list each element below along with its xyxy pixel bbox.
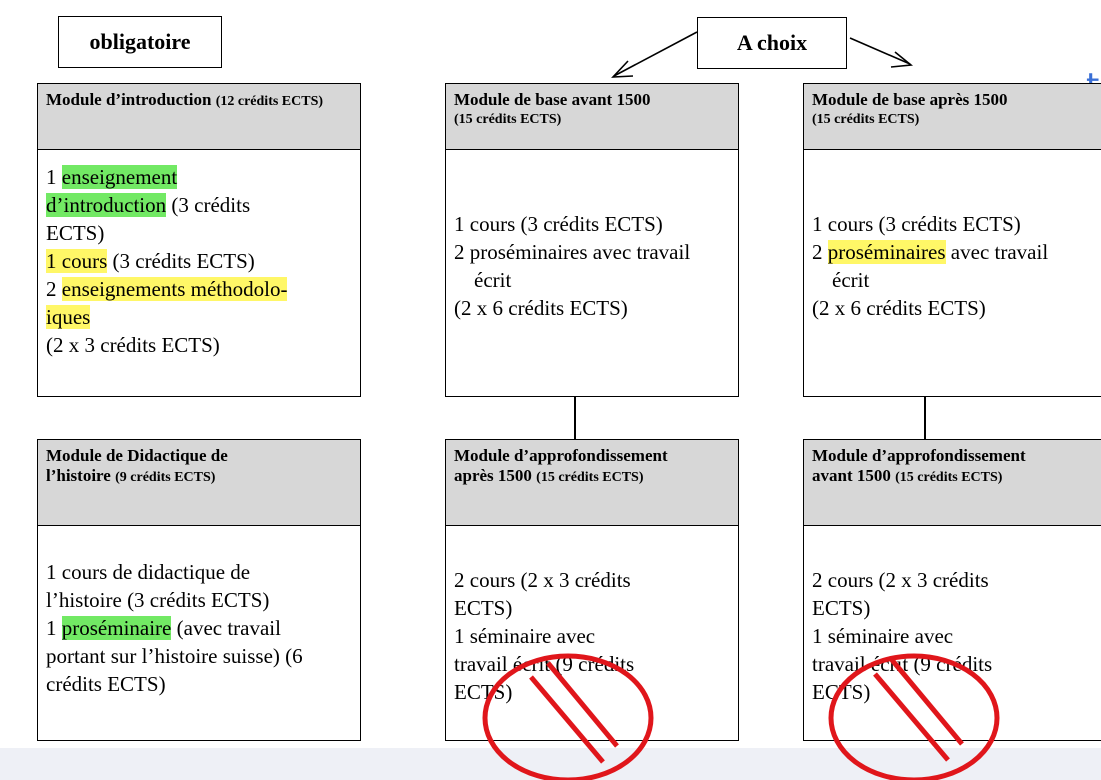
intro-line-2b: (3 crédits <box>166 193 251 217</box>
module-deep-after-header: Module d’approfondissement après 1500 (1… <box>446 440 738 526</box>
module-deep-before-title: Module d’approfondissement <box>812 446 1026 465</box>
intro-highlight-introduction: d’introduction <box>46 193 167 217</box>
base-after-line-4: (2 x 6 crédits ECTS) <box>812 296 986 320</box>
base-after-line-2a: 2 <box>812 240 828 264</box>
didactique-line-4: portant sur l’histoire suisse) (6 <box>46 644 303 668</box>
module-deep-before-credits: (15 crédits ECTS) <box>895 470 1003 485</box>
deep-after-line-2: ECTS) <box>454 596 513 620</box>
module-didactique-header: Module de Didactique de l’histoire (9 cr… <box>38 440 360 526</box>
didactique-line-3a: 1 <box>46 616 62 640</box>
didactique-line-5: crédits ECTS) <box>46 672 166 696</box>
base-before-line-4: (2 x 6 crédits ECTS) <box>454 296 628 320</box>
module-base-before-body: 1 cours (3 crédits ECTS) 2 proséminaires… <box>446 150 738 322</box>
module-intro-header: Module d’introduction (12 crédits ECTS) <box>38 84 360 150</box>
module-base-after-title: Module de base après 1500 <box>812 90 1008 109</box>
module-intro-credits: (12 crédits ECTS) <box>215 94 324 109</box>
module-base-before-title: Module de base avant 1500 <box>454 90 651 109</box>
base-before-line-2: 2 proséminaires avec travail <box>454 240 691 264</box>
base-after-highlight-proseminaires: proséminaires <box>827 240 946 264</box>
module-deep-before-title2: avant 1500 <box>812 466 891 485</box>
intro-line-7: (2 x 3 crédits ECTS) <box>46 333 220 357</box>
deep-before-line-2: ECTS) <box>812 596 871 620</box>
choice-label-text: A choix <box>736 30 808 55</box>
intro-line-1a: 1 <box>46 165 62 189</box>
base-before-line-1: 1 cours (3 crédits ECTS) <box>454 212 663 236</box>
intro-highlight-methodolo: enseignements méthodolo- <box>61 277 288 301</box>
deep-after-line-5: ECTS) <box>454 680 513 704</box>
arrow-icon <box>849 37 914 68</box>
module-deep-after-title: Module d’approfondissement <box>454 446 668 465</box>
base-after-line-1: 1 cours (3 crédits ECTS) <box>812 212 1021 236</box>
diagram-canvas: t obligatoire A choix Module d’introduct… <box>0 0 1101 748</box>
didactique-line-2: l’histoire (3 crédits ECTS) <box>46 588 270 612</box>
module-base-after-body: 1 cours (3 crédits ECTS) 2 proséminaires… <box>804 150 1101 322</box>
didactique-highlight-proseminaire: proséminaire <box>61 616 172 640</box>
base-after-line-3: écrit <box>832 268 870 292</box>
module-didactique-body: 1 cours de didactique de l’histoire (3 c… <box>38 526 360 698</box>
module-base-after-1500: Module de base après 1500 (15 crédits EC… <box>803 83 1101 397</box>
mandatory-label-text: obligatoire <box>89 29 191 54</box>
deep-before-line-1: 2 cours (2 x 3 crédits <box>812 568 989 592</box>
module-didactique: Module de Didactique de l’histoire (9 cr… <box>37 439 361 741</box>
arrow-icon <box>611 31 698 78</box>
module-base-before-1500: Module de base avant 1500 (15 crédits EC… <box>445 83 739 397</box>
module-didactique-title: Module de Didactique de <box>46 446 228 465</box>
mandatory-label: obligatoire <box>58 16 222 68</box>
module-intro-body: 1 enseignement d’introduction (3 crédits… <box>38 150 360 359</box>
module-deep-after-credits: (15 crédits ECTS) <box>536 470 644 485</box>
module-intro: Module d’introduction (12 crédits ECTS) … <box>37 83 361 397</box>
module-base-before-credits: (15 crédits ECTS) <box>454 112 562 127</box>
didactique-line-3c: (avec travail <box>171 616 281 640</box>
module-base-after-header: Module de base après 1500 (15 crédits EC… <box>804 84 1101 150</box>
module-deep-after-body: 2 cours (2 x 3 crédits ECTS) 1 séminaire… <box>446 526 738 706</box>
prohibition-icon <box>482 653 654 780</box>
module-didactique-credits: (9 crédits ECTS) <box>115 470 216 485</box>
module-deep-after-title2: après 1500 <box>454 466 532 485</box>
module-deep-after-1500: Module d’approfondissement après 1500 (1… <box>445 439 739 741</box>
module-base-after-credits: (15 crédits ECTS) <box>812 112 920 127</box>
intro-highlight-iques: iques <box>46 305 91 329</box>
deep-before-line-3: 1 séminaire avec <box>812 624 954 648</box>
deep-after-line-3: 1 séminaire avec <box>454 624 596 648</box>
intro-highlight-enseignement: enseignement <box>61 165 178 189</box>
intro-highlight-cours: 1 cours <box>46 249 108 273</box>
intro-line-3: ECTS) <box>46 221 105 245</box>
intro-line-4b: (3 crédits ECTS) <box>107 249 255 273</box>
module-intro-title: Module d’introduction <box>46 90 212 109</box>
module-deep-before-1500: Module d’approfondissement avant 1500 (1… <box>803 439 1101 741</box>
didactique-line-1: 1 cours de didactique de <box>46 560 251 584</box>
connector-line-right <box>924 397 926 439</box>
deep-after-line-1: 2 cours (2 x 3 crédits <box>454 568 631 592</box>
connector-line-middle <box>574 397 576 439</box>
base-after-line-2c: avec travail <box>945 240 1049 264</box>
base-before-line-3: écrit <box>474 268 512 292</box>
module-base-before-header: Module de base avant 1500 (15 crédits EC… <box>446 84 738 150</box>
prohibition-icon <box>828 653 1000 780</box>
choice-label: A choix <box>697 17 847 69</box>
module-deep-before-header: Module d’approfondissement avant 1500 (1… <box>804 440 1101 526</box>
module-didactique-title2: l’histoire <box>46 466 111 485</box>
intro-line-5a: 2 <box>46 277 62 301</box>
